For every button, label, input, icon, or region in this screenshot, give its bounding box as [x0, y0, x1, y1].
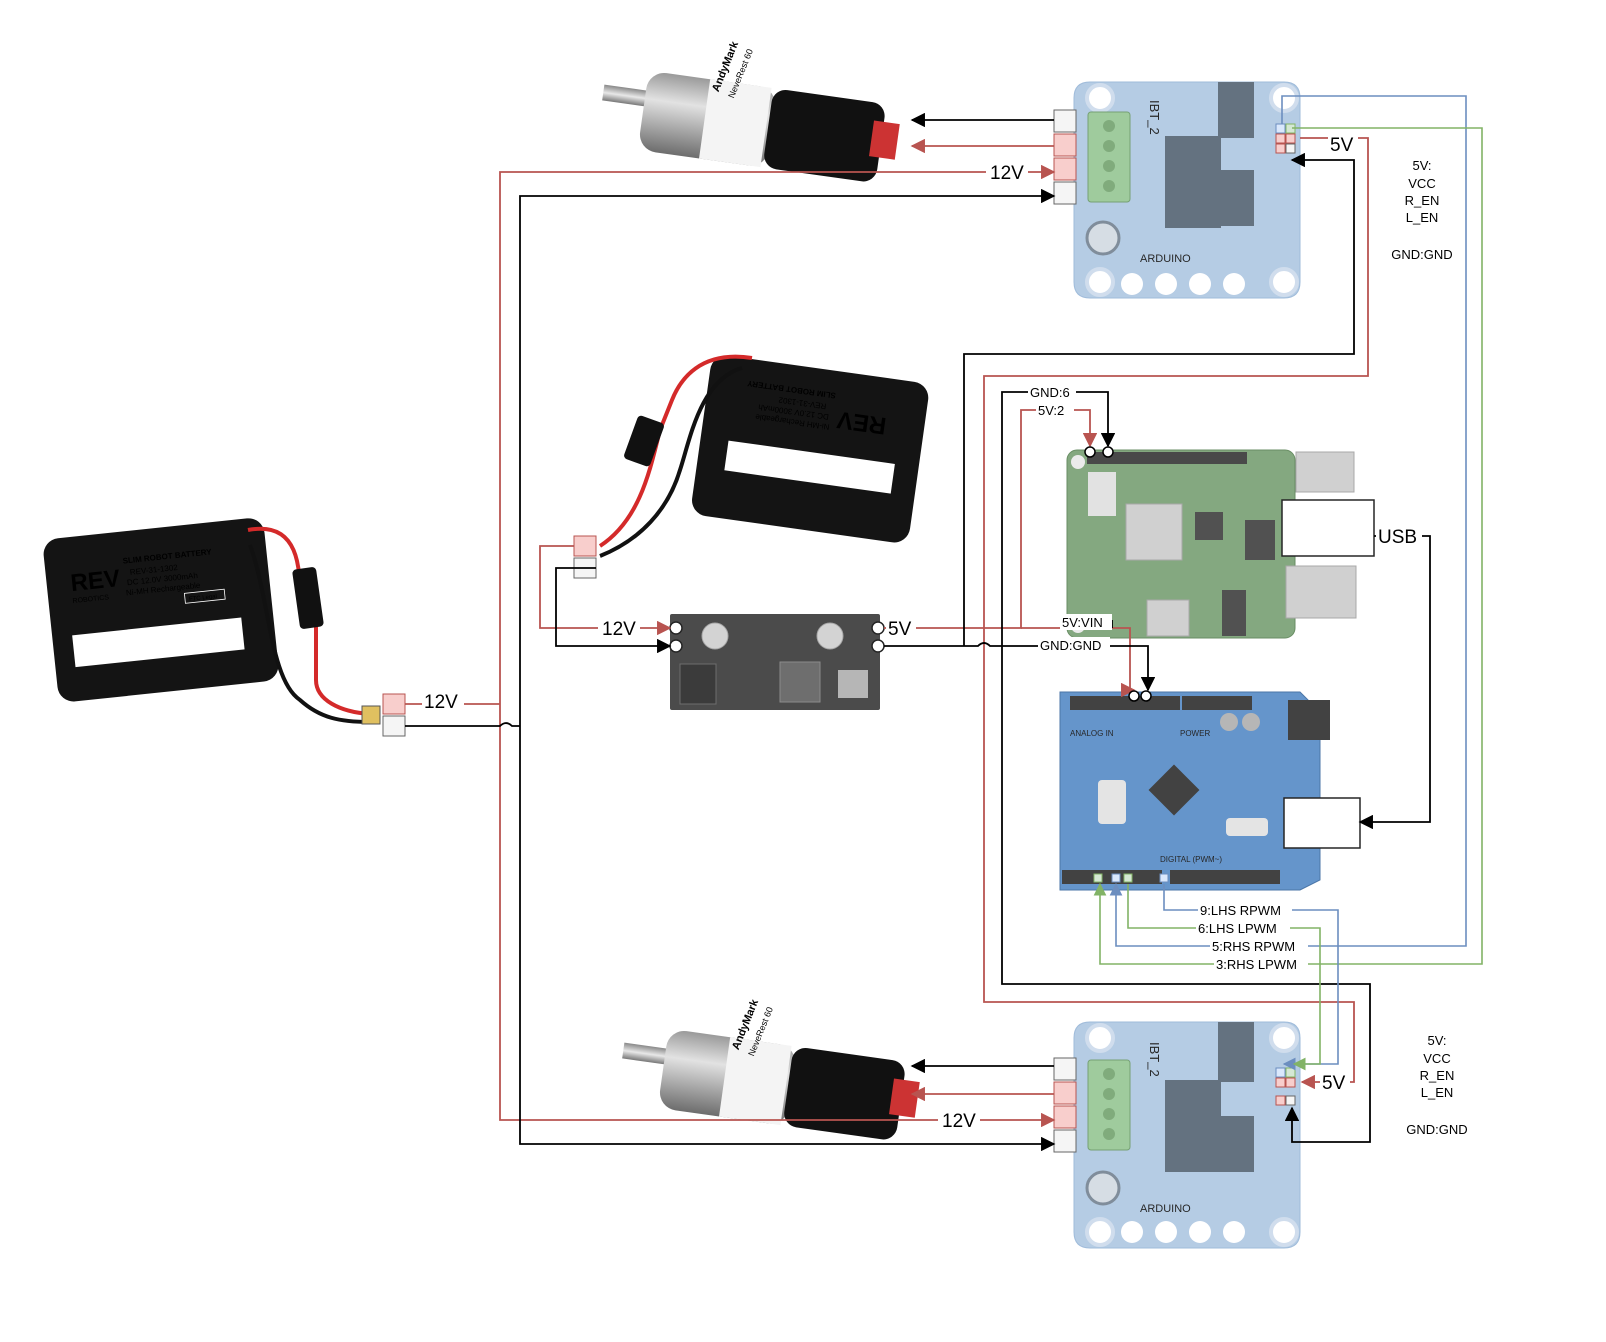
label-12v-bottom-motor: 12V — [942, 1111, 976, 1132]
battery-logo-left: REV — [69, 565, 121, 597]
board-model-label-bottom: IBT_2 — [1147, 1042, 1162, 1077]
motor-driver-board-bottom: IBT_2 ARDUINO — [1073, 1021, 1301, 1249]
connector-blocks — [382, 109, 1296, 1153]
bottom-driver-terminal-vpos — [1053, 1105, 1077, 1129]
label-5v-bottom-driver: 5V — [1322, 1073, 1346, 1094]
battery-center: REV SLIM ROBOT BATTERY REV-31-1302 DC 12… — [598, 354, 929, 558]
label-pin5: 5:RHS RPWM — [1212, 939, 1295, 954]
note-top-line-3: R_EN — [1405, 193, 1440, 208]
main-battery-connector-pos — [382, 693, 406, 715]
battery-left: REV ROBOTICS SLIM ROBOT BATTERY REV-31-1… — [43, 518, 381, 725]
note-top: 5V: VCC R_EN L_EN GND:GND — [1391, 158, 1452, 262]
arduino-board: POWER ANALOG IN DIGITAL (PWM~) — [1059, 691, 1361, 891]
label-12v-main: 12V — [424, 692, 458, 713]
board-arduino-label-bottom: ARDUINO — [1140, 1203, 1191, 1215]
label-5v-top-driver: 5V — [1330, 135, 1354, 156]
label-pin6: 6:LHS LPWM — [1198, 921, 1277, 936]
label-5v-converter: 5V — [888, 619, 912, 640]
raspberry-pi-board — [1066, 449, 1375, 639]
top-driver-terminal-vneg — [1053, 181, 1077, 205]
top-driver-terminal-vpos — [1053, 157, 1077, 181]
bottom-driver-terminal-vneg — [1053, 1129, 1077, 1153]
note-top-line-2: VCC — [1408, 176, 1435, 191]
label-pin3: 3:RHS LPWM — [1216, 957, 1297, 972]
aux-battery-connector-pos — [573, 535, 597, 557]
label-12v-converter: 12V — [602, 619, 636, 640]
note-bottom-line-4: L_EN — [1421, 1085, 1454, 1100]
arduino-usb-port — [1283, 797, 1361, 849]
label-gnd-gnd: GND:GND — [1040, 638, 1101, 653]
board-model-label: IBT_2 — [1147, 100, 1162, 135]
arduino-analog-label: ANALOG IN — [1070, 729, 1114, 738]
main-battery-connector-neg — [382, 715, 406, 737]
bottom-driver-terminal-m1 — [1053, 1057, 1077, 1081]
diagram-labels: 12V 12V 12V 12V 5V 5V 5V GND:6 5V:2 5V:V… — [422, 132, 1422, 1132]
label-12v-top-motor: 12V — [990, 163, 1024, 184]
top-driver-terminal-m2 — [1053, 133, 1077, 157]
note-bottom: 5V: VCC R_EN L_EN GND:GND — [1406, 1033, 1467, 1137]
ground-wires — [405, 112, 1431, 1152]
header-pins — [1084, 446, 1152, 702]
signal-wires — [1093, 95, 1483, 1071]
battery-badge-left: FTC Legal — [189, 594, 217, 603]
note-top-line-4: L_EN — [1406, 210, 1439, 225]
label-pi-gnd: GND:6 — [1030, 385, 1070, 400]
buck-converter-board — [669, 614, 885, 710]
note-top-line-1: 5V: — [1412, 158, 1431, 173]
board-arduino-label: ARDUINO — [1140, 253, 1191, 265]
motor-top: AndyMark NeveRest 60 — [602, 39, 900, 182]
motor-driver-board-top: IBT_2 ARDUINO — [1073, 81, 1301, 299]
label-usb: USB — [1378, 527, 1417, 548]
note-bottom-line-3: R_EN — [1420, 1068, 1455, 1083]
note-bottom-line-6: GND:GND — [1406, 1122, 1467, 1137]
note-bottom-line-1: 5V: — [1427, 1033, 1446, 1048]
motor-bottom: AndyMark NeveRest 60 — [622, 997, 920, 1140]
usb-port-box — [1281, 499, 1375, 557]
label-pin9: 9:LHS RPWM — [1200, 903, 1281, 918]
note-bottom-line-2: VCC — [1423, 1051, 1450, 1066]
label-pi-5v: 5V:2 — [1038, 403, 1064, 418]
note-top-line-6: GND:GND — [1391, 247, 1452, 262]
top-driver-terminal-m1 — [1053, 109, 1077, 133]
arduino-digital-label: DIGITAL (PWM~) — [1160, 855, 1222, 864]
bottom-driver-terminal-m2 — [1053, 1081, 1077, 1105]
arduino-power-label: POWER — [1180, 729, 1210, 738]
label-pi-vin: 5V:VIN — [1062, 615, 1103, 630]
battery-sub-left: ROBOTICS — [72, 594, 109, 605]
